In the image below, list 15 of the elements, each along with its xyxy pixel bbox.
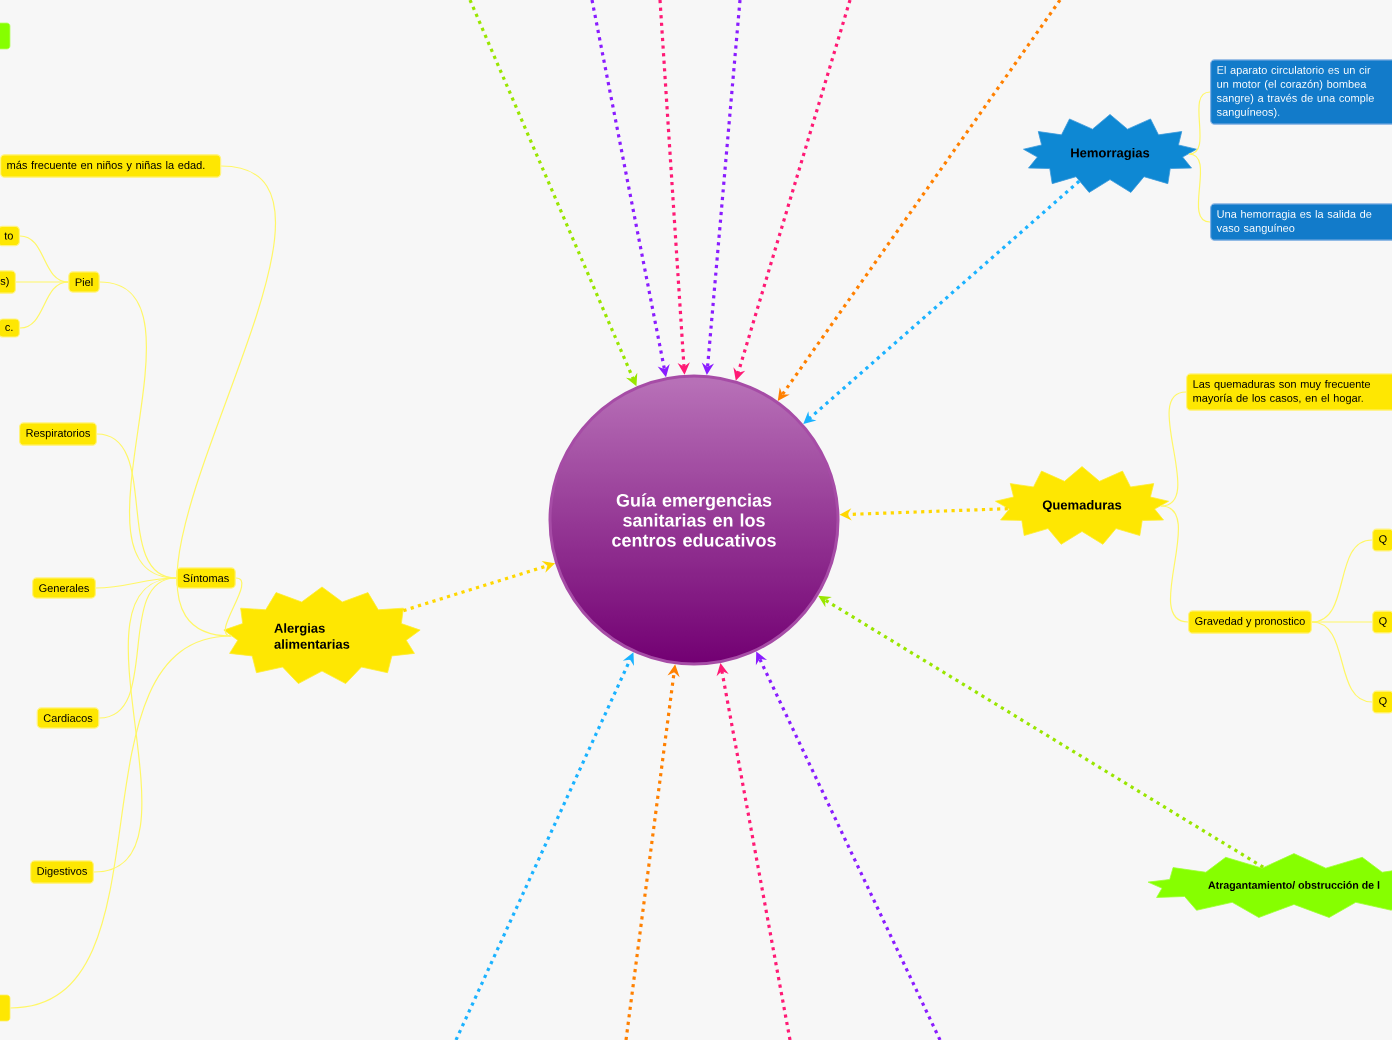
connector-line [177,165,276,637]
connector-line [95,577,177,589]
connector-line [93,577,177,873]
topic-box [0,994,11,1022]
connector-line [1160,391,1187,507]
connector-line [1160,505,1189,623]
connector-line [15,281,69,283]
arrow [803,179,1081,424]
connector-line [1188,91,1211,155]
topic-box [0,22,11,50]
connector-line [224,577,243,637]
connector-line [1311,621,1373,623]
connector-line [96,433,177,579]
connector-line [1188,153,1211,223]
connector-line [19,281,69,329]
